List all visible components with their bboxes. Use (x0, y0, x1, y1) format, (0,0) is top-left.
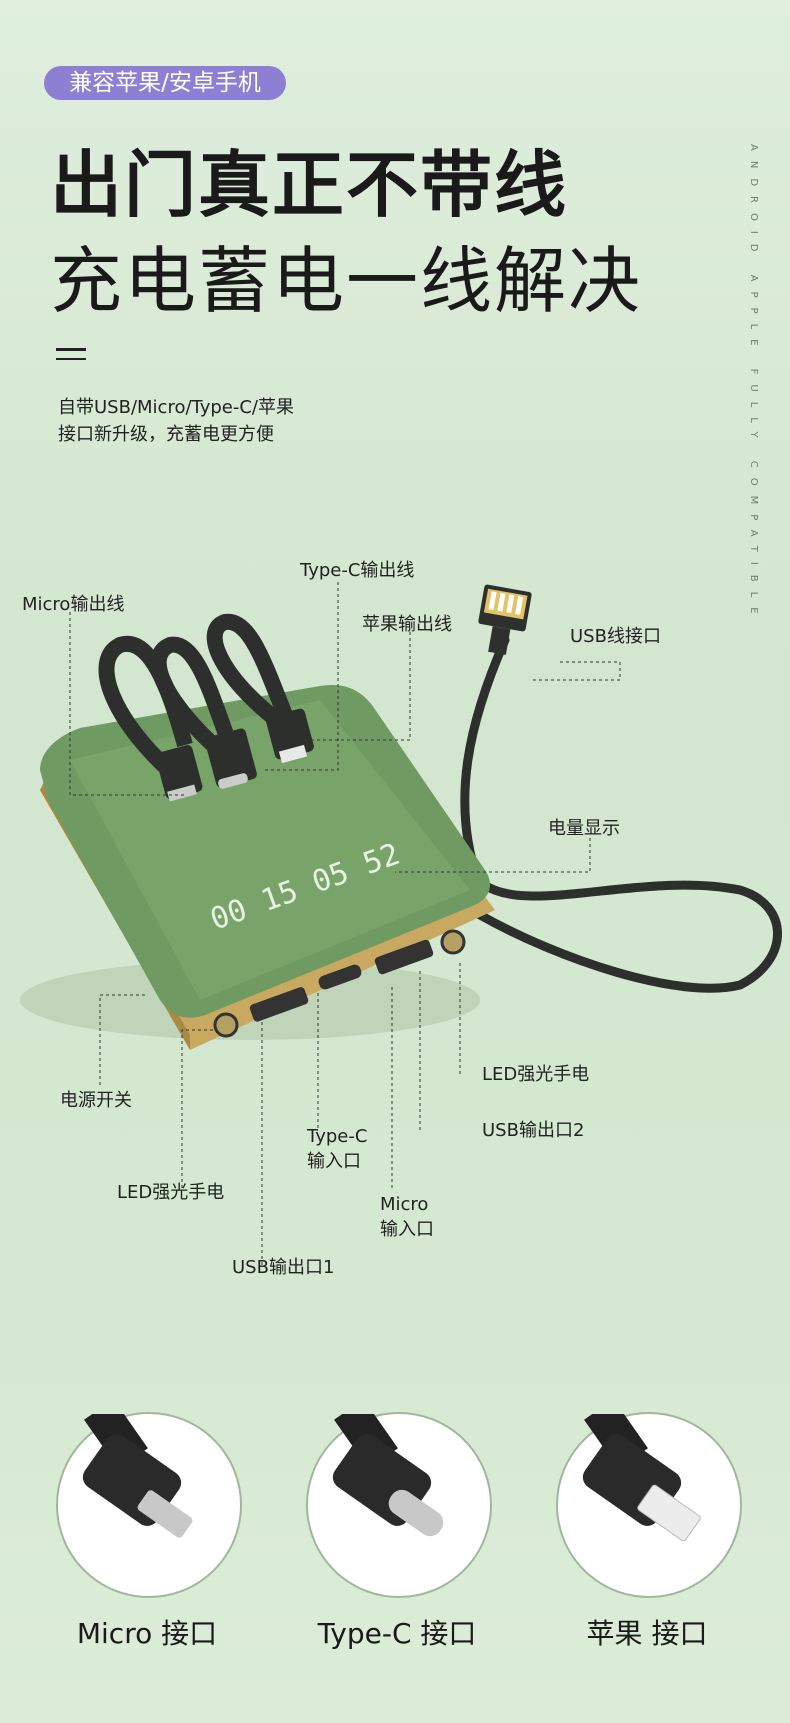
callout-usb-cable: USB线接口 (570, 626, 661, 647)
apple-connector-circle (556, 1399, 742, 1598)
compatibility-badge: 兼容苹果/安卓手机 (44, 66, 286, 100)
typec-connector-label: Type-C 接口 (317, 1617, 477, 1650)
callout-typec-input-line2: 输入口 (307, 1151, 361, 1172)
callout-usb-out2: USB输出口2 (482, 1120, 585, 1141)
description-line1: 自带USB/Micro/Type-C/苹果 (58, 397, 294, 418)
typec-cable (150, 636, 236, 767)
divider-dash (56, 358, 86, 360)
micro-connector-circle (56, 1399, 242, 1598)
callout-battery-display: 电量显示 (548, 818, 620, 839)
micro-usb-plug-icon (82, 1399, 193, 1538)
callout-typec-input: Type-C 输入口 (307, 1124, 367, 1174)
callout-apple-cable: 苹果输出线 (362, 614, 452, 635)
usb-a-plug-icon (478, 584, 532, 655)
description-line2: 接口新升级，充蓄电更方便 (58, 424, 274, 445)
headline-line1: 出门真正不带线 (50, 143, 569, 227)
side-text: ANDROID APPLE FULLY COMPATIBLE (748, 144, 759, 624)
micro-connector-label: Micro 接口 (76, 1617, 218, 1650)
divider-dash (56, 348, 86, 351)
callout-power-switch: 电源开关 (60, 1090, 132, 1111)
callout-micro-cable: Micro输出线 (22, 594, 125, 615)
callout-micro-input-line2: 输入口 (380, 1219, 434, 1240)
callout-led-left: LED强光手电 (117, 1182, 225, 1203)
type-c-plug-icon (332, 1399, 444, 1537)
lightning-plug-icon (582, 1399, 701, 1542)
headline-line2: 充电蓄电一线解决 (50, 239, 643, 323)
callout-led-right: LED强光手电 (482, 1064, 590, 1085)
apple-cable (206, 613, 295, 737)
power-bank-illustration: 00 15 05 52 (20, 584, 782, 1050)
callout-micro-input: Micro 输入口 (380, 1192, 434, 1242)
callout-typec-input-line1: Type-C (307, 1126, 368, 1147)
callout-usb-out1: USB输出口1 (232, 1257, 335, 1278)
apple-connector-label: 苹果 接口 (586, 1617, 708, 1650)
typec-connector-circle (306, 1399, 492, 1598)
usb-cable (460, 635, 782, 993)
feature-description: 自带USB/Micro/Type-C/苹果 接口新升级，充蓄电更方便 (58, 394, 294, 448)
callout-typec-cable: Type-C输出线 (300, 560, 415, 581)
callout-lines (69, 582, 621, 1265)
callout-micro-input-line1: Micro (380, 1194, 429, 1215)
